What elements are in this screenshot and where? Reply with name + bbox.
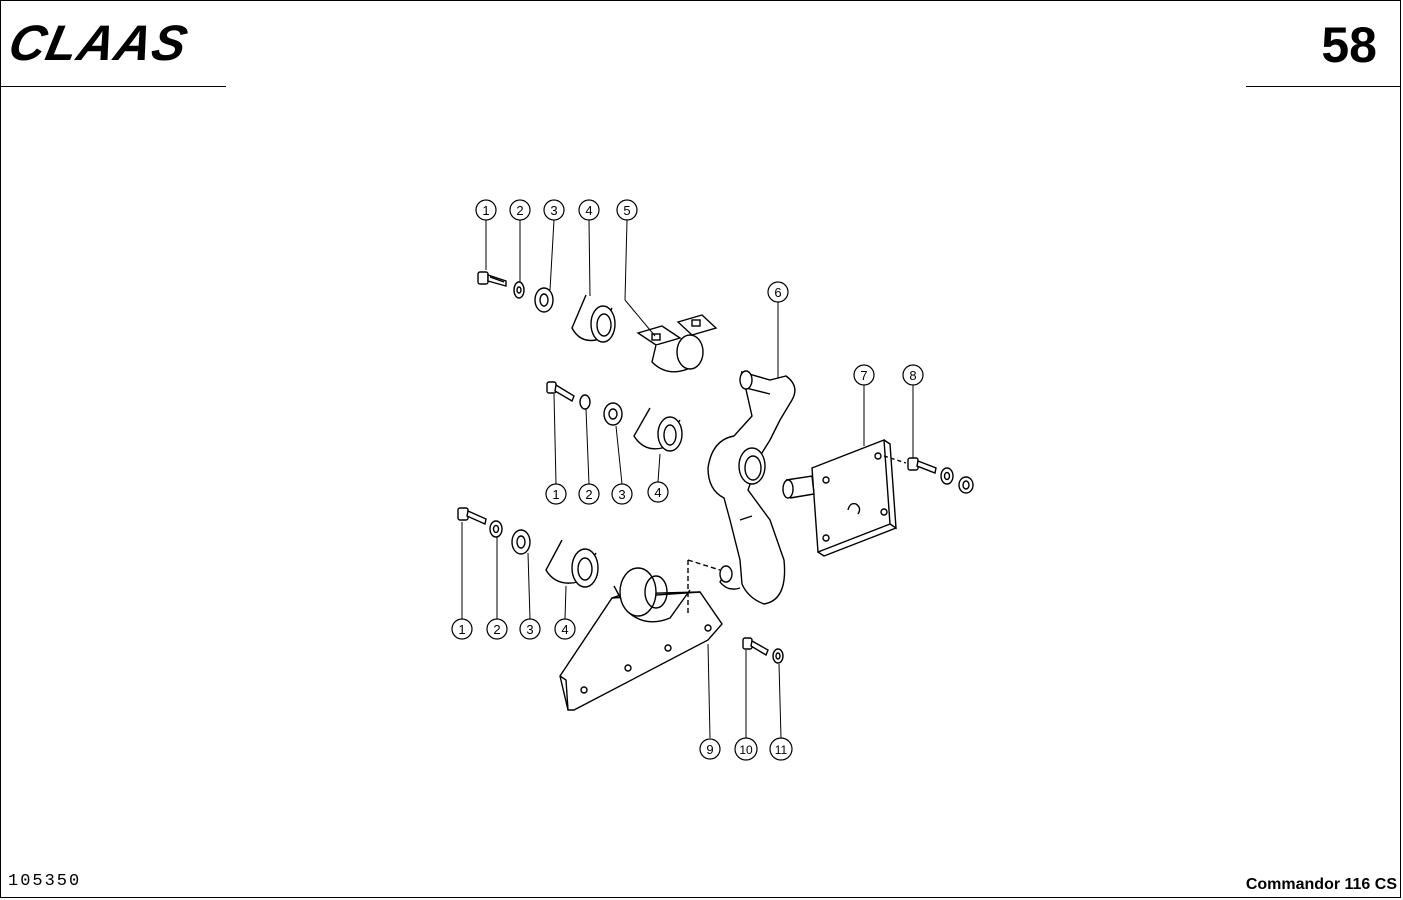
svg-text:1: 1 <box>482 203 489 218</box>
callout-3-middle: 3 <box>611 483 633 505</box>
middle-washer <box>579 394 591 410</box>
middle-nut <box>603 402 623 426</box>
bracket-washer <box>772 648 784 664</box>
svg-text:1: 1 <box>458 622 465 637</box>
callout-7: 7 <box>853 364 875 386</box>
callout-leader-lines <box>461 219 914 739</box>
callout-5: 5 <box>616 199 638 221</box>
pivot-lever-arm <box>707 370 796 605</box>
callout-markers: 1 2 3 4 5 6 7 8 1 2 3 4 1 2 3 4 9 10 11 <box>451 199 924 761</box>
svg-text:2: 2 <box>493 622 500 637</box>
plate-bolt <box>907 457 937 474</box>
svg-text:7: 7 <box>860 368 867 383</box>
svg-text:4: 4 <box>585 203 592 218</box>
callout-3-bottom: 3 <box>519 618 541 640</box>
svg-text:5: 5 <box>623 203 630 218</box>
svg-text:4: 4 <box>561 622 568 637</box>
bracket-bolt <box>742 637 769 657</box>
bottom-washer <box>489 520 503 538</box>
callout-2-middle: 2 <box>578 483 600 505</box>
callout-3-top: 3 <box>543 199 565 221</box>
plate-washer <box>940 467 954 485</box>
svg-text:6: 6 <box>774 285 781 300</box>
bottom-nut <box>511 529 531 555</box>
svg-text:11: 11 <box>775 743 788 757</box>
callout-1-bottom: 1 <box>451 618 473 640</box>
mounting-plate <box>782 439 897 557</box>
callout-6: 6 <box>767 281 789 303</box>
callout-10: 10 <box>734 737 758 761</box>
logo-underline <box>0 86 226 87</box>
callout-1-top: 1 <box>475 199 497 221</box>
bottom-bushing <box>545 539 599 588</box>
document-number: 105350 <box>8 872 82 891</box>
svg-text:8: 8 <box>909 368 916 383</box>
callout-1-middle: 1 <box>545 483 567 505</box>
svg-text:1: 1 <box>552 487 559 502</box>
bottom-bolt <box>457 507 487 525</box>
svg-text:3: 3 <box>618 487 625 502</box>
svg-text:4: 4 <box>654 485 661 500</box>
svg-text:3: 3 <box>526 622 533 637</box>
callout-4-middle: 4 <box>647 481 669 503</box>
top-bushing <box>571 294 616 343</box>
top-bolt <box>477 271 507 287</box>
model-name: Commandor 116 CS <box>1245 876 1397 893</box>
svg-text:9: 9 <box>706 742 713 757</box>
svg-text:2: 2 <box>585 487 592 502</box>
top-washer <box>513 281 525 299</box>
svg-text:2: 2 <box>516 203 523 218</box>
page-number-underline <box>1246 86 1401 87</box>
svg-text:10: 10 <box>739 743 753 757</box>
callout-2-bottom: 2 <box>486 618 508 640</box>
top-nut <box>534 287 554 313</box>
plate-nut <box>958 476 974 494</box>
callout-11: 11 <box>769 737 793 761</box>
callout-4-top: 4 <box>578 199 600 221</box>
middle-bolt <box>546 381 575 403</box>
callout-2-top: 2 <box>509 199 531 221</box>
callout-4-bottom: 4 <box>554 618 576 640</box>
page-number: 58 <box>1321 17 1377 73</box>
support-bracket <box>559 559 723 711</box>
top-clamp-bracket <box>636 314 718 373</box>
middle-bushing <box>633 407 683 452</box>
callout-8: 8 <box>902 364 924 386</box>
callout-9: 9 <box>699 738 721 760</box>
svg-text:3: 3 <box>550 203 557 218</box>
